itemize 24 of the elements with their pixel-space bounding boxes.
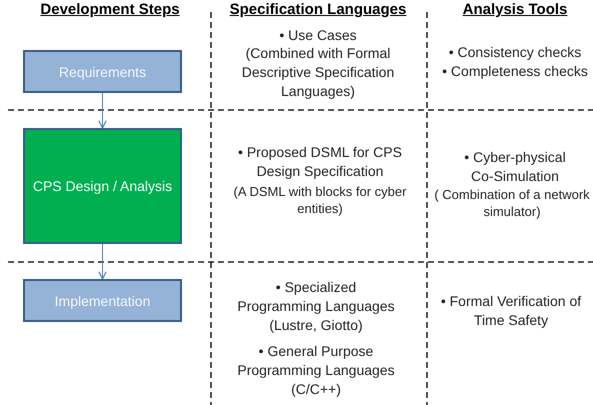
list-item-text: • Use Cases [279,26,357,45]
process-box [23,50,182,93]
column-heading: Analysis Tools [462,0,568,20]
arrow [98,92,107,129]
box-label: Requirements [58,62,146,80]
list-item-text: • General Purpose Programming Languages [236,342,396,380]
list-item-text: (C/C++) [291,380,341,399]
note-text: (A DSML with blocks for cyber entities) [232,183,408,217]
process-box [23,279,182,322]
note-text: ( Combination of a network simulator) [433,186,591,220]
list-item-text: (Combined with Formal Descriptive Specification Languages) [240,44,396,101]
list-item-text: • Consistency checks [448,43,582,62]
list-item-text: • Proposed DSML for CPS Design Specification [237,143,403,181]
list-item-text: • Cyber-physical Co-Simulation [463,148,567,186]
column-heading: Development Steps [40,0,180,20]
process-box [23,128,182,244]
box-label: Implementation [54,292,150,310]
column-heading: Specification Languages [230,0,406,20]
list-item-text: • Specialized Programming Languages [236,278,396,316]
list-item-text: (Lustre, Giotto) [269,316,363,335]
list-item-text: • Formal Verification of Time Safety [440,292,582,330]
arrow [98,244,107,280]
box-label: CPS Design / Analysis [32,177,172,195]
list-item-text: • Completeness checks [442,62,588,81]
